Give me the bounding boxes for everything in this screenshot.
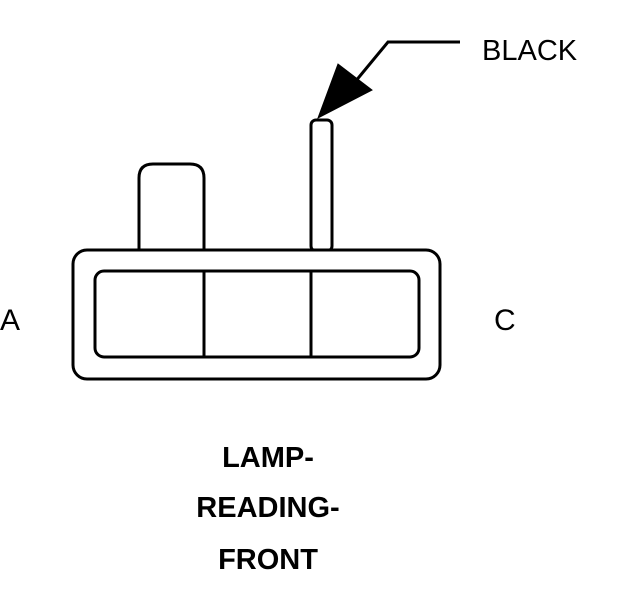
connector-title-line-2: READING- [196, 492, 339, 524]
wire-leader-arrow-icon [317, 63, 373, 120]
pin-a-label: A [0, 304, 20, 337]
connector-title-line-1: LAMP- [222, 442, 314, 474]
connector-lock-tab [137, 162, 206, 250]
wire-color-label: BLACK [482, 35, 578, 67]
connector-cavity-frame [93, 269, 421, 359]
pin-c-label: C [494, 304, 516, 337]
wire-terminal [309, 118, 334, 253]
wire-leader-line [348, 40, 460, 89]
connector-title-line-3: FRONT [218, 544, 318, 576]
